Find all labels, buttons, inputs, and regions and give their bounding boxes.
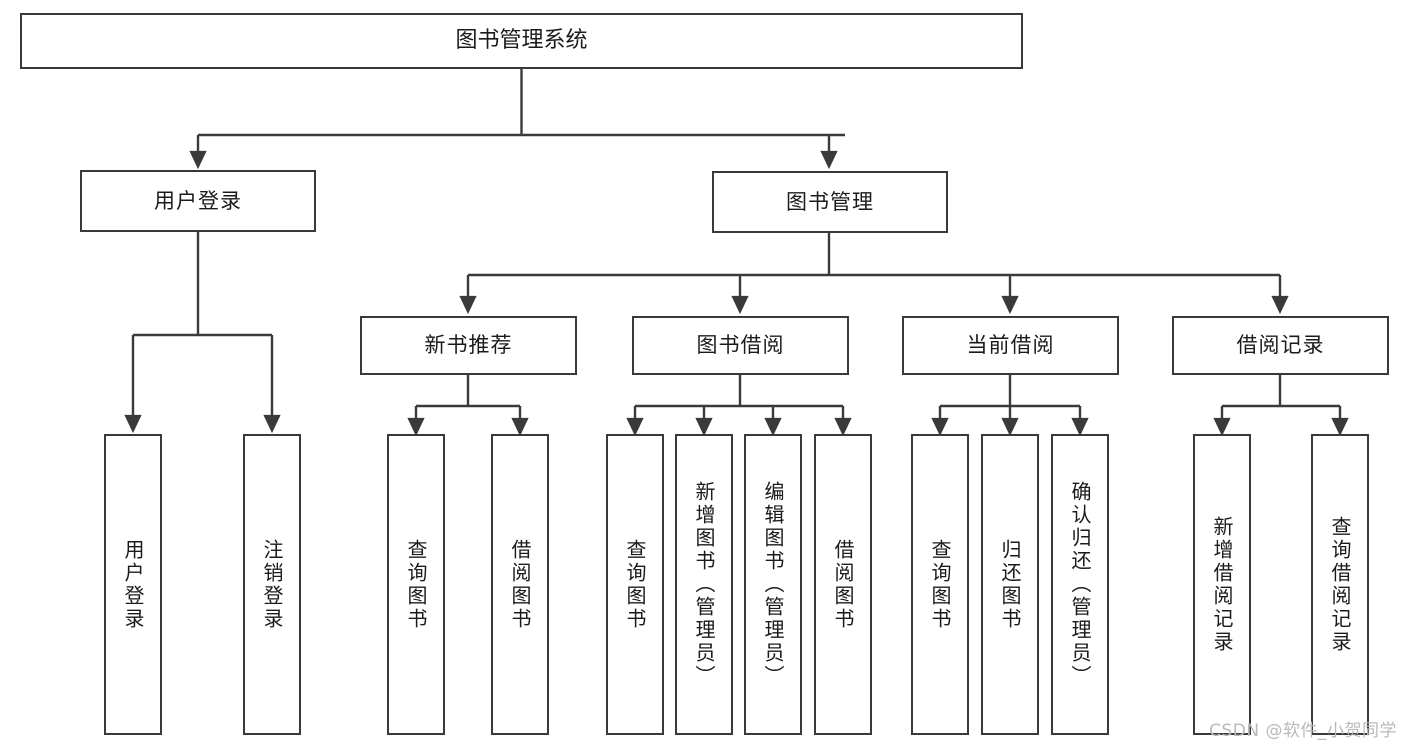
leaf-user-login-label: 用户登录 xyxy=(121,538,145,631)
csdn-watermark: CSDN @软件_小贺同学 xyxy=(1209,721,1397,741)
leaf-query-borrow-record-label: 查询借阅记录 xyxy=(1328,515,1352,654)
leaf-edit-book-admin-label: 编辑图书（管理员） xyxy=(761,481,785,688)
node-borrow-record-label: 借阅记录 xyxy=(1236,333,1325,358)
leaf-borrow-book-new-label: 借阅图书 xyxy=(508,538,532,631)
leaf-add-book-admin-label: 新增图书（管理员） xyxy=(692,481,716,688)
node-user-login[interactable]: 用户登录 xyxy=(80,170,316,232)
node-root[interactable]: 图书管理系统 xyxy=(20,13,1023,69)
node-borrow-record[interactable]: 借阅记录 xyxy=(1172,316,1389,375)
node-new-book-recommend-label: 新书推荐 xyxy=(424,333,513,358)
leaf-return-book-label: 归还图书 xyxy=(998,538,1022,631)
leaf-confirm-return-admin-label: 确认归还（管理员） xyxy=(1068,481,1092,688)
leaf-query-book-current-label: 查询图书 xyxy=(928,538,952,631)
leaf-query-borrow-record[interactable]: 查询借阅记录 xyxy=(1311,434,1369,735)
leaf-query-book-borrow-label: 查询图书 xyxy=(623,538,647,631)
node-current-borrow-label: 当前借阅 xyxy=(966,333,1055,358)
leaf-logout-label: 注销登录 xyxy=(260,538,284,631)
node-book-borrow[interactable]: 图书借阅 xyxy=(632,316,849,375)
node-book-borrow-label: 图书借阅 xyxy=(696,333,785,358)
node-new-book-recommend[interactable]: 新书推荐 xyxy=(360,316,577,375)
node-book-management[interactable]: 图书管理 xyxy=(712,171,948,233)
node-user-login-label: 用户登录 xyxy=(154,188,242,213)
leaf-borrow-book-new[interactable]: 借阅图书 xyxy=(491,434,549,735)
leaf-return-book[interactable]: 归还图书 xyxy=(981,434,1039,735)
leaf-add-borrow-record[interactable]: 新增借阅记录 xyxy=(1193,434,1251,735)
leaf-user-login[interactable]: 用户登录 xyxy=(104,434,162,735)
leaf-add-borrow-record-label: 新增借阅记录 xyxy=(1210,515,1234,654)
node-root-label: 图书管理系统 xyxy=(455,28,588,54)
node-current-borrow[interactable]: 当前借阅 xyxy=(902,316,1119,375)
node-book-management-label: 图书管理 xyxy=(786,189,874,214)
leaf-add-book-admin[interactable]: 新增图书（管理员） xyxy=(675,434,733,735)
leaf-query-book-borrow[interactable]: 查询图书 xyxy=(606,434,664,735)
leaf-logout[interactable]: 注销登录 xyxy=(243,434,301,735)
leaf-borrow-book-label: 借阅图书 xyxy=(831,538,855,631)
leaf-borrow-book[interactable]: 借阅图书 xyxy=(814,434,872,735)
leaf-confirm-return-admin[interactable]: 确认归还（管理员） xyxy=(1051,434,1109,735)
leaf-query-book-current[interactable]: 查询图书 xyxy=(911,434,969,735)
leaf-query-book-new-label: 查询图书 xyxy=(404,538,428,631)
leaf-query-book-new[interactable]: 查询图书 xyxy=(387,434,445,735)
leaf-edit-book-admin[interactable]: 编辑图书（管理员） xyxy=(744,434,802,735)
